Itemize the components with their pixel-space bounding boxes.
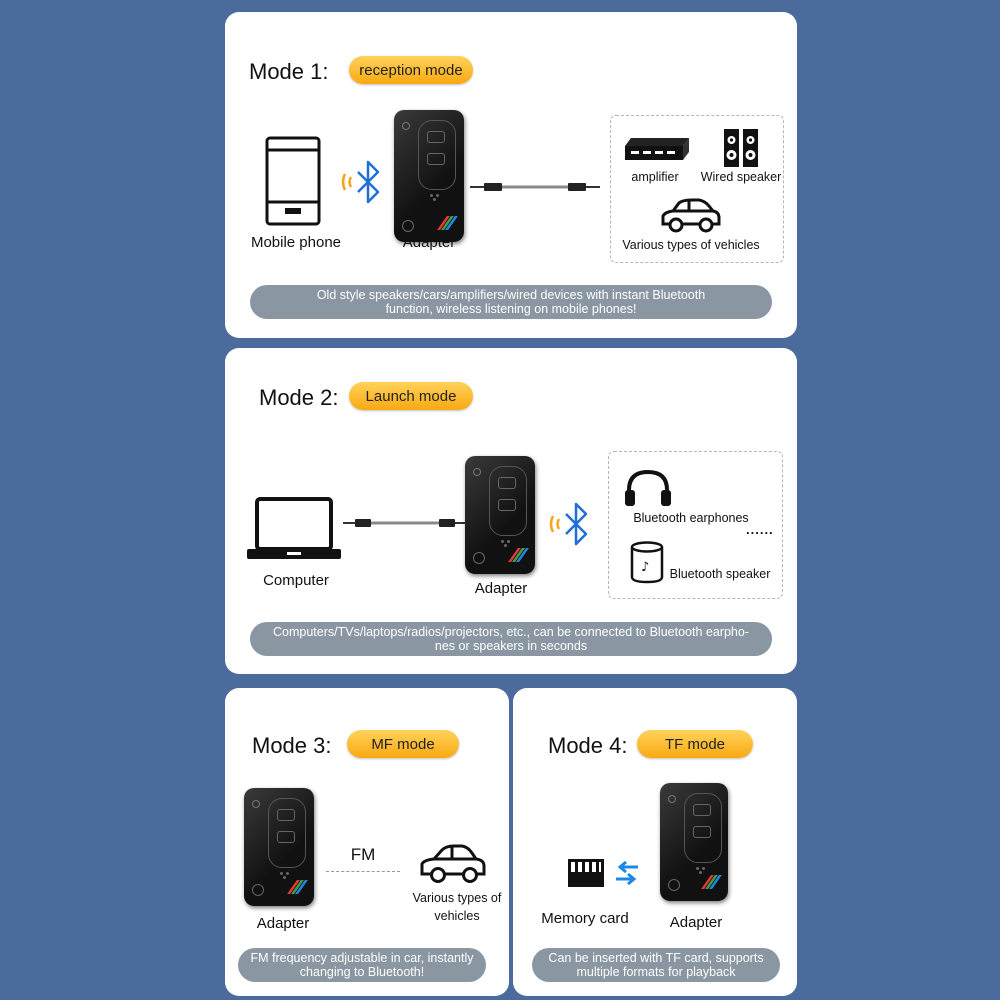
- transfer-arrows-icon: [616, 861, 638, 885]
- vehicles-line1: Various types of: [412, 891, 502, 905]
- car-icon: [418, 844, 488, 884]
- vehicles-label: Various types of vehicles: [622, 238, 760, 252]
- mode1-title: Mode 1:: [249, 59, 329, 84]
- mobile-phone-icon: [265, 136, 321, 226]
- mode1-outputs-box: [610, 115, 784, 263]
- mode3-badge: MF mode: [347, 730, 459, 758]
- mode1-card: Mode 1: reception mode Mobile phone Adap…: [225, 12, 797, 338]
- fm-dashed-line: [326, 871, 400, 872]
- mode1-banner-line1: Old style speakers/cars/amplifiers/wired…: [316, 288, 706, 302]
- adapter-device: [394, 110, 464, 242]
- vehicles-label: Various types of vehicles: [409, 889, 505, 925]
- aux-cable-icon: [343, 515, 467, 531]
- mode1-banner: Old style speakers/cars/amplifiers/wired…: [250, 285, 772, 319]
- mode3-banner-line2: changing to Bluetooth!: [299, 965, 425, 979]
- aux-cable-icon: [470, 179, 600, 195]
- ellipsis-text: ......: [746, 522, 774, 537]
- mode2-title: Mode 2:: [259, 385, 339, 410]
- adapter-label: Adapter: [402, 234, 456, 251]
- bluetooth-icon: [341, 160, 389, 206]
- mode2-card: Mode 2: Launch mode Computer Adapter: [225, 348, 797, 674]
- mode3-banner: FM frequency adjustable in car, instantl…: [238, 948, 486, 982]
- adapter-device: [660, 783, 728, 901]
- mode3-card: Mode 3: MF mode Adapter FM Various types…: [225, 688, 509, 996]
- amplifier-label: amplifier: [631, 170, 679, 184]
- mode4-banner-line2: multiple formats for playback: [576, 965, 736, 979]
- headphones-icon: [623, 468, 673, 508]
- car-icon: [659, 198, 721, 234]
- mode2-banner-line1: Computers/TVs/laptops/radios/projectors,…: [273, 625, 749, 639]
- svg-text:♪: ♪: [641, 560, 649, 575]
- mode4-title: Mode 4:: [548, 733, 628, 758]
- adapter-label: Adapter: [256, 915, 310, 932]
- mode3-title: Mode 3:: [252, 733, 332, 758]
- adapter-label: Adapter: [474, 580, 528, 597]
- fm-label: FM: [350, 845, 376, 864]
- mode3-banner-line1: FM frequency adjustable in car, instantl…: [250, 951, 474, 965]
- phone-label: Mobile phone: [250, 234, 342, 251]
- vehicles-line2: vehicles: [434, 909, 480, 923]
- wired-speaker-icon: [723, 128, 759, 168]
- adapter-label: Adapter: [669, 914, 723, 931]
- mode1-badge: reception mode: [349, 56, 473, 84]
- memory-card-label: Memory card: [541, 910, 629, 927]
- mode2-outputs-box: [608, 451, 783, 599]
- laptop-icon: [247, 497, 341, 561]
- computer-label: Computer: [263, 572, 329, 589]
- mode2-banner: Computers/TVs/laptops/radios/projectors,…: [250, 622, 772, 656]
- mode4-card: Mode 4: TF mode Memory card Adapter Can …: [513, 688, 797, 996]
- mode4-banner-line1: Can be inserted with TF card, supports: [548, 951, 764, 965]
- bluetooth-icon: [549, 502, 597, 548]
- memory-card-icon: [567, 858, 605, 888]
- adapter-device: [244, 788, 314, 906]
- wired-speaker-label: Wired speaker: [700, 170, 782, 184]
- amplifier-icon: [625, 136, 689, 162]
- adapter-device: [465, 456, 535, 574]
- bluetooth-speaker-icon: ♪: [630, 541, 664, 585]
- mode1-banner-line2: function, wireless listening on mobile p…: [385, 302, 637, 316]
- earphones-label: Bluetooth earphones: [633, 511, 749, 525]
- bluetooth-speaker-label: Bluetooth speaker: [669, 567, 771, 581]
- mode4-badge: TF mode: [637, 730, 753, 758]
- mode2-banner-line2: nes or speakers in seconds: [434, 639, 588, 653]
- mode2-badge: Launch mode: [349, 382, 473, 410]
